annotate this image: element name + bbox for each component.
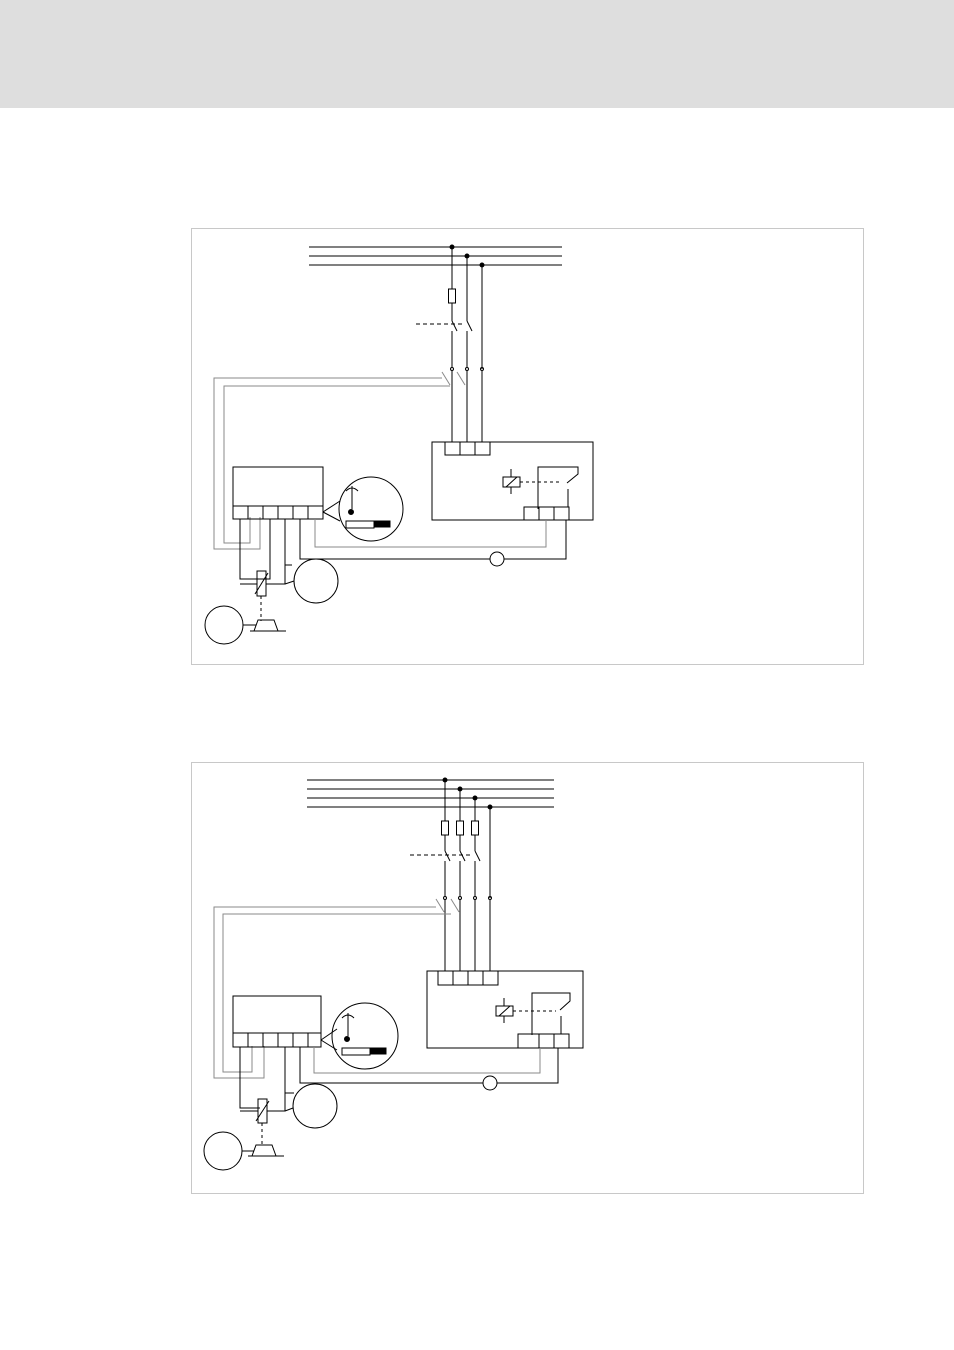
terminal (554, 507, 569, 520)
terminal (293, 506, 308, 519)
motor-symbol (205, 606, 243, 644)
terminal (539, 1034, 554, 1048)
terminal-point (474, 897, 477, 900)
terminal (278, 506, 293, 519)
terminal-point (466, 368, 469, 371)
terminal (539, 507, 554, 520)
switch-contact (460, 851, 465, 861)
terminal (248, 1033, 263, 1047)
terminal (554, 1034, 569, 1048)
indicator-lamp (490, 552, 504, 566)
fuse (457, 821, 464, 835)
terminal-point (451, 368, 454, 371)
controller-unit (427, 971, 583, 1048)
brake-disc (254, 620, 278, 631)
terminal (278, 1033, 293, 1047)
wire-to-relay (300, 519, 566, 559)
fuse (442, 821, 449, 835)
fuse (472, 821, 479, 835)
diagram-frame-three-phase (191, 762, 864, 1194)
terminal-point (444, 897, 447, 900)
brake-callout-circle (294, 559, 338, 603)
brake-disc (252, 1145, 276, 1156)
terminal (483, 971, 498, 985)
diagram-frame-single-phase (191, 228, 864, 665)
terminal (308, 506, 323, 519)
terminal (293, 1033, 308, 1047)
supply-lines (309, 247, 562, 265)
wire-to-relay (300, 1047, 558, 1083)
fuse (449, 289, 456, 303)
terminal (233, 506, 248, 519)
terminal (308, 1033, 321, 1047)
detail-magnifier (339, 477, 403, 541)
terminal (438, 971, 453, 985)
wiring-diagram-single-phase (192, 229, 865, 666)
motor-symbol (204, 1132, 242, 1170)
switch-contact (445, 851, 450, 861)
terminal (475, 442, 490, 455)
terminal (460, 442, 475, 455)
terminal-point (459, 897, 462, 900)
switch-contact (467, 321, 472, 331)
terminal (263, 1033, 278, 1047)
terminal (524, 507, 539, 520)
switch-contact (475, 851, 480, 861)
switch-contact (452, 321, 457, 331)
terminal (233, 1033, 248, 1047)
terminal (518, 1034, 539, 1048)
terminal (445, 442, 460, 455)
terminal (468, 971, 483, 985)
terminal (263, 506, 278, 519)
wiring-diagram-three-phase (192, 763, 865, 1195)
supply-lines (307, 780, 554, 807)
detail-magnifier (332, 1003, 398, 1069)
indicator-lamp (483, 1076, 497, 1090)
brake-callout-circle (293, 1084, 337, 1128)
terminal (453, 971, 468, 985)
page-header-band (0, 0, 954, 108)
